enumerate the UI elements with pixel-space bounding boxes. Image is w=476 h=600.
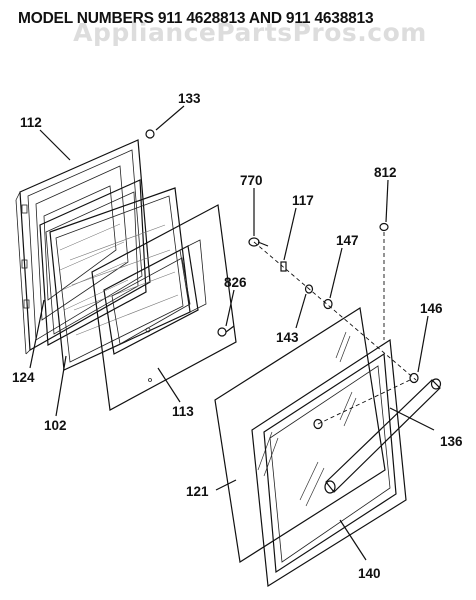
label-133: 133 bbox=[178, 91, 201, 106]
diagram-title: MODEL NUMBERS 911 4628813 AND 911 463881… bbox=[18, 10, 374, 27]
hinge-assembly-line bbox=[248, 237, 419, 384]
label-147: 147 bbox=[336, 233, 359, 248]
part-826-screw bbox=[217, 325, 235, 337]
label-112: 112 bbox=[20, 115, 42, 130]
label-117: 117 bbox=[292, 193, 314, 208]
part-812-screw bbox=[379, 222, 389, 340]
label-143: 143 bbox=[276, 330, 299, 345]
watermark-text: AppliancePartsPros.com bbox=[73, 18, 427, 47]
part-133-screw bbox=[145, 129, 155, 139]
part-143-washer bbox=[304, 284, 314, 294]
part-136-handle bbox=[324, 378, 442, 494]
label-826: 826 bbox=[224, 275, 247, 290]
label-121: 121 bbox=[186, 484, 209, 499]
label-124: 124 bbox=[12, 370, 35, 385]
label-146: 146 bbox=[420, 301, 443, 316]
label-113: 113 bbox=[172, 404, 194, 419]
part-labels: 112 133 770 812 117 147 826 146 143 124 … bbox=[12, 91, 463, 581]
part-113-window-frame bbox=[91, 204, 237, 411]
label-140: 140 bbox=[358, 566, 381, 581]
label-770: 770 bbox=[240, 173, 263, 188]
label-102: 102 bbox=[44, 418, 67, 433]
label-136: 136 bbox=[440, 434, 463, 449]
leader-lines bbox=[29, 105, 435, 561]
part-112-inner-liner bbox=[15, 139, 151, 355]
part-117-bushing bbox=[280, 261, 287, 272]
part-121-glass bbox=[214, 307, 386, 563]
label-812: 812 bbox=[374, 165, 397, 180]
part-124-insulation bbox=[39, 179, 147, 346]
part-146-washer bbox=[409, 372, 419, 384]
part-147-washer bbox=[323, 298, 333, 310]
part-140-outer-frame bbox=[251, 338, 411, 588]
